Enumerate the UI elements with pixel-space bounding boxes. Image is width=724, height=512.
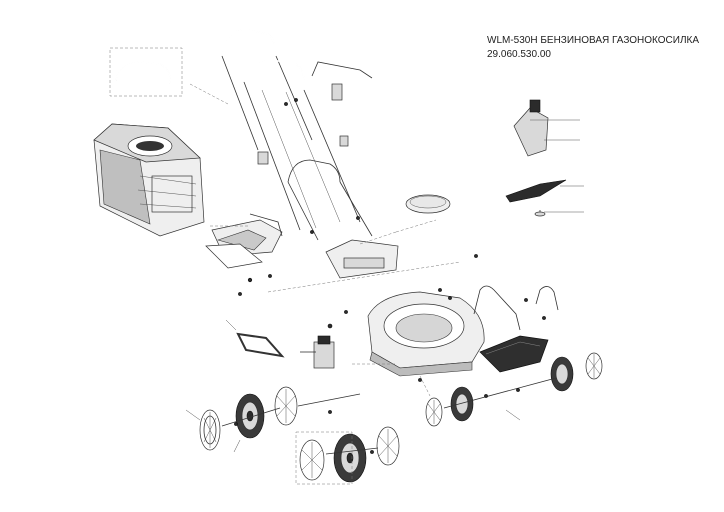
front-wheel-tire [333,433,367,483]
handle-detail-box [109,47,183,97]
throttle-lever [257,61,373,165]
model-title: WLM-530H БЕНЗИНОВАЯ ГАЗОНОКОСИЛКА [487,35,700,46]
engine [300,335,335,369]
rear-axle [221,407,281,427]
mower-deck [367,291,485,377]
front-wheel-detail-box [295,431,353,485]
title-block: WLM-530H БЕНЗИНОВАЯ ГАЗОНОКОСИЛКА 29.060… [487,34,699,62]
front-cover [479,335,549,373]
rear-wheel-right-b [450,386,474,422]
grass-catcher [93,123,205,237]
lower-handle [287,159,373,241]
fasteners [234,98,546,454]
front-wheel-outer [299,439,325,481]
rear-disc [405,194,451,214]
rear-wheel-right-a [425,397,443,427]
rear-wheel-right-d [585,352,603,380]
upper-handle [221,29,313,151]
rear-wheel-left-outer [199,409,221,451]
drive-belt [236,332,285,358]
rear-flap [205,213,283,269]
rear-wheel-left-tire [235,393,265,439]
front-axle [325,447,379,455]
leader-lines [185,83,584,453]
part-number: 29.060.530.00 [487,49,551,60]
rear-wheel-right-c [550,356,574,392]
right-axle [443,377,557,409]
front-bar [473,285,559,331]
blade-assembly [505,99,567,217]
front-wheel-inner [376,426,400,466]
rear-guard [325,231,399,279]
rear-wheel-left-inner [274,386,298,426]
